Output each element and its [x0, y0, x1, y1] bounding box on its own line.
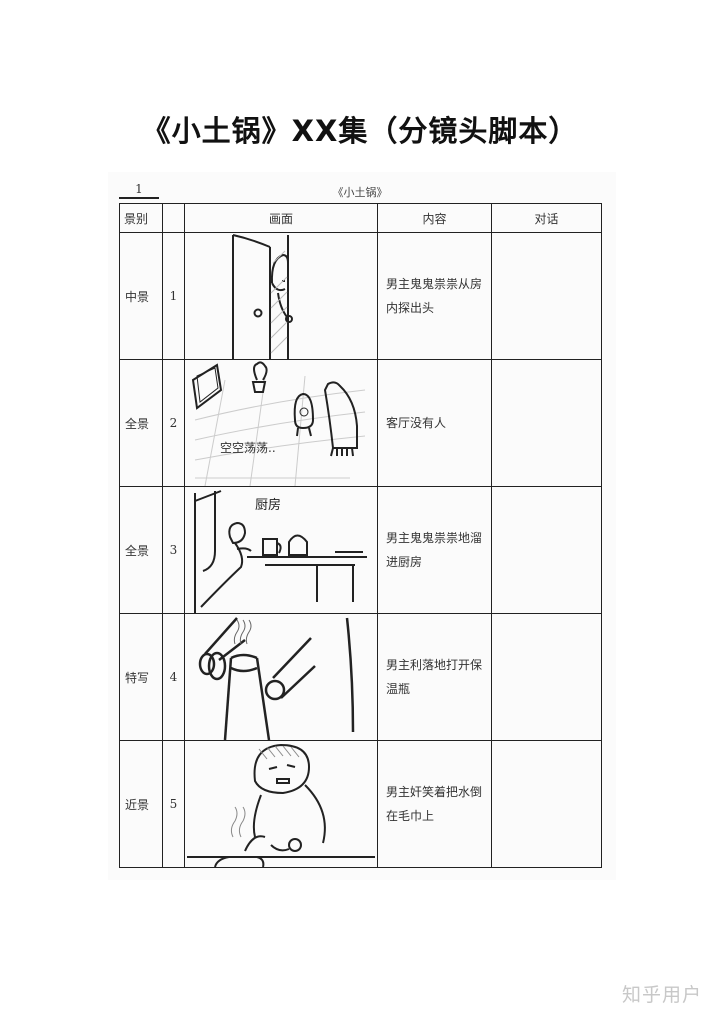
table-row: 中景 1	[119, 232, 602, 360]
storyboard-table: 景别 画面 内容 对话 中景 1	[119, 203, 602, 868]
shot-number-cell: 4	[162, 613, 185, 741]
header-shot-number	[162, 203, 185, 233]
header-content: 内容	[377, 203, 492, 233]
picture-cell	[184, 232, 378, 360]
picture-cell: 厨房	[184, 486, 378, 614]
picture-cell	[184, 613, 378, 741]
dialogue-cell	[491, 613, 602, 741]
table-row: 全景 3 厨房 男主	[119, 486, 602, 614]
shot-type-cell: 近景	[119, 740, 163, 868]
thermos-closeup-sketch-icon	[198, 617, 355, 740]
shot-type-cell: 中景	[119, 232, 163, 360]
table-row: 近景 5	[119, 740, 602, 868]
dialogue-cell	[491, 740, 602, 868]
shot-number-cell: 5	[162, 740, 185, 868]
picture-caption: 厨房	[255, 497, 281, 513]
pouring-water-sketch-icon	[187, 743, 375, 867]
table-row: 全景 2	[119, 359, 602, 487]
shot-number-cell: 3	[162, 486, 185, 614]
shot-number-cell: 2	[162, 359, 185, 487]
page-subtitle: 《小土锅》	[332, 186, 388, 199]
living-room-sketch-icon: 空空荡荡..	[191, 361, 366, 486]
content-cell: 男主鬼鬼祟祟地溜进厨房	[377, 486, 492, 614]
content-cell: 男主奸笑着把水倒在毛巾上	[377, 740, 492, 868]
dialogue-cell	[491, 232, 602, 360]
content-cell: 男主利落地打开保温瓶	[377, 613, 492, 741]
document-title: 《小土锅》XX集（分镜头脚本）	[141, 114, 579, 148]
picture-cell	[184, 740, 378, 868]
shot-type-cell: 全景	[119, 486, 163, 614]
table-row: 特写 4	[119, 613, 602, 741]
picture-caption: 空空荡荡..	[220, 441, 276, 455]
shot-type-cell: 特写	[119, 613, 163, 741]
header-picture: 画面	[184, 203, 378, 233]
dialogue-cell	[491, 359, 602, 487]
page-number: 1	[119, 182, 159, 199]
header-dialogue: 对话	[491, 203, 602, 233]
kitchen-sketch-icon: 厨房	[194, 490, 367, 613]
content-cell: 男主鬼鬼祟祟从房内探出头	[377, 232, 492, 360]
door-peek-sketch-icon	[232, 234, 293, 359]
picture-cell: 空空荡荡..	[184, 359, 378, 487]
watermark: 知乎用户	[621, 984, 702, 1006]
dialogue-cell	[491, 486, 602, 614]
table-header-row: 景别 画面 内容 对话	[119, 203, 602, 233]
shot-number-cell: 1	[162, 232, 185, 360]
shot-type-cell: 全景	[119, 359, 163, 487]
header-shot-type: 景别	[119, 203, 163, 233]
content-cell: 客厅没有人	[377, 359, 492, 487]
